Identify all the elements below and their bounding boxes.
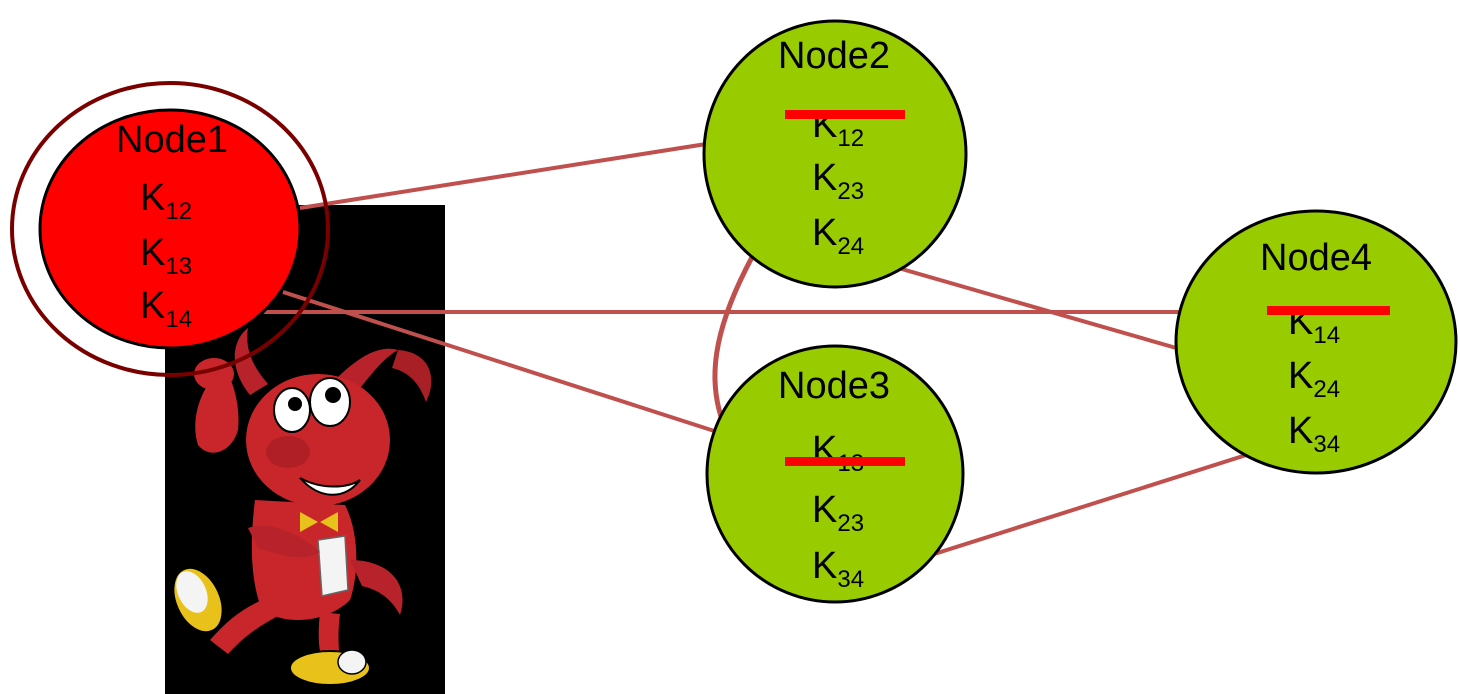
node4-circle [1174, 209, 1458, 475]
link-k34 [889, 448, 1263, 570]
node4-revoked-strike [1267, 306, 1390, 315]
node1-key-14: K14 [140, 285, 192, 333]
node2-key-24: K24 [812, 212, 864, 260]
node4-title: Node4 [1260, 237, 1372, 279]
node1-key-12: K12 [140, 177, 192, 225]
node3-circle [705, 344, 965, 604]
node4-key-24: K24 [1288, 355, 1340, 403]
node3-key-34: K34 [812, 545, 864, 593]
node1: Node1 K12 K13 K14 [10, 81, 330, 377]
node1-key-13: K13 [140, 232, 192, 280]
node2-key-23: K23 [812, 157, 864, 205]
node2-revoked-strike [785, 110, 905, 119]
node2-title: Node2 [778, 35, 890, 77]
mascot-figure [165, 205, 445, 694]
node3-title: Node3 [778, 365, 890, 407]
node4: Node4 K14 K24 K34 [1174, 209, 1458, 475]
node3-key-23: K23 [812, 489, 864, 537]
daemon-mascot-icon [172, 328, 432, 686]
node1-halo [10, 81, 330, 377]
link-k13 [282, 290, 796, 459]
node3-revoked-strike [785, 457, 905, 466]
node2: Node2 K12 K23 K24 [702, 19, 968, 289]
node2-circle [702, 19, 968, 289]
node3: Node3 K13 K23 K34 [705, 344, 965, 604]
node4-key-34: K34 [1288, 410, 1340, 458]
node1-title: Node1 [116, 119, 228, 161]
node1-circle [38, 108, 302, 350]
